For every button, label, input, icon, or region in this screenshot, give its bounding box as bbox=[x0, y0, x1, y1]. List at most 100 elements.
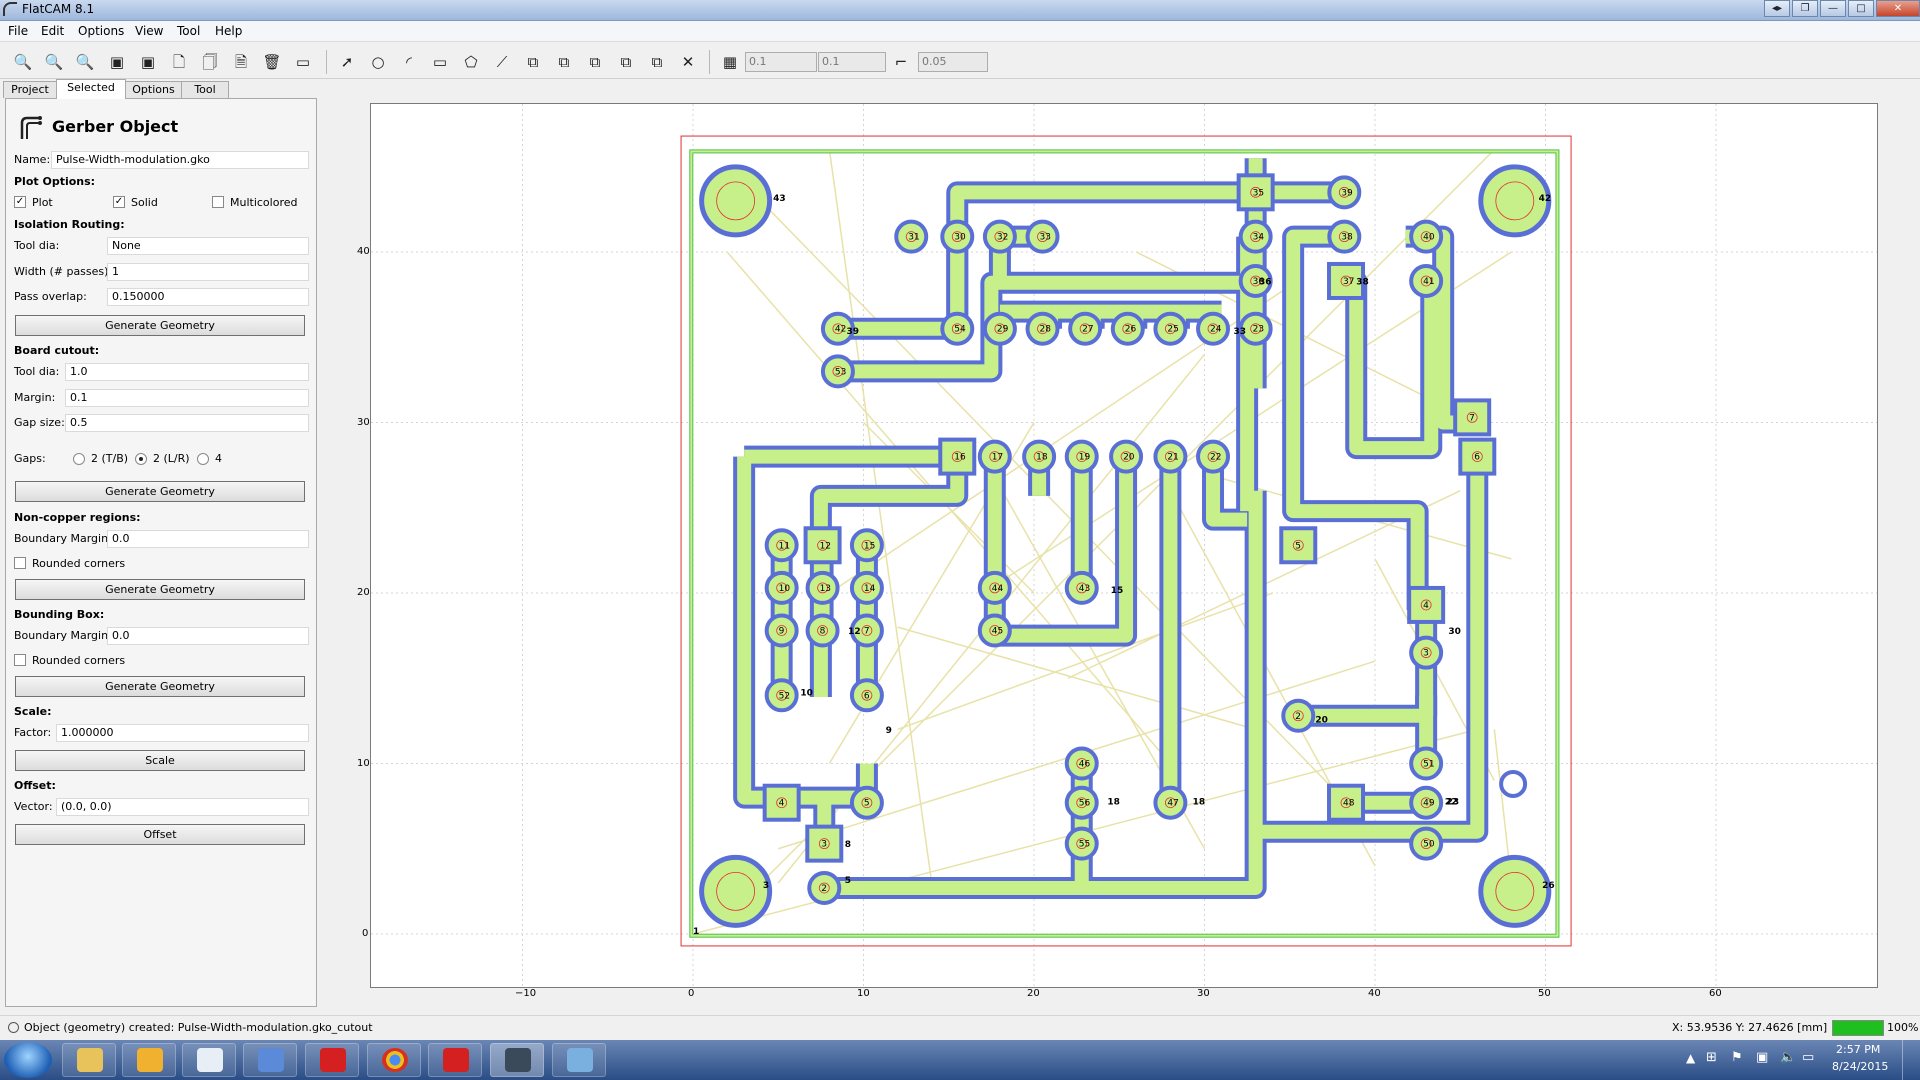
tab-tool[interactable]: Tool bbox=[181, 81, 229, 98]
pass-overlap-field[interactable]: 0.150000 bbox=[107, 288, 309, 306]
arc-tool-icon[interactable]: ◜ bbox=[406, 53, 412, 71]
plot-checkbox[interactable]: ✓ bbox=[14, 196, 26, 208]
gaps-4-radio[interactable] bbox=[197, 453, 209, 465]
menu-edit[interactable]: Edit bbox=[41, 24, 65, 38]
gaps-tb-label: 2 (T/B) bbox=[91, 452, 129, 465]
maximize-button[interactable]: □ bbox=[1848, 0, 1874, 17]
gap-size-field[interactable]: 0.5 bbox=[65, 414, 309, 432]
noncopper-boundary-field[interactable]: 0.0 bbox=[107, 530, 309, 548]
grid-x-input[interactable]: 0.1 bbox=[745, 52, 817, 72]
grid-snap-icon[interactable]: ▦ bbox=[722, 53, 738, 71]
select-arrow-icon[interactable]: ➚ bbox=[340, 53, 354, 71]
close-button[interactable]: ✕ bbox=[1876, 0, 1920, 17]
vector-field[interactable]: (0.0, 0.0) bbox=[56, 798, 309, 816]
taskbar-solidworks-2[interactable] bbox=[428, 1043, 482, 1077]
shell-icon[interactable]: ▭ bbox=[295, 53, 311, 71]
offset-button[interactable]: Offset bbox=[15, 824, 305, 845]
tray-windows-icon[interactable]: ⊞ bbox=[1706, 1050, 1717, 1065]
copy-icon[interactable]: ⧉ bbox=[558, 53, 570, 71]
net-label: 38 bbox=[1356, 277, 1369, 287]
round-pad bbox=[977, 570, 1012, 605]
start-button[interactable] bbox=[4, 1042, 52, 1078]
new-document-icon[interactable]: 🗍 bbox=[202, 53, 218, 71]
gaps-label: Gaps: bbox=[14, 452, 46, 465]
gaps-lr-radio[interactable] bbox=[135, 453, 147, 465]
taskbar-network-app[interactable] bbox=[243, 1043, 297, 1077]
drill-hole bbox=[832, 365, 844, 377]
zoom-fit-icon[interactable]: 🔍 bbox=[13, 53, 33, 71]
status-message: Object (geometry) created: Pulse-Width-m… bbox=[24, 1021, 373, 1034]
tray-network-icon[interactable]: ▣ bbox=[1756, 1050, 1769, 1065]
name-field[interactable]: Pulse-Width-modulation.gko bbox=[51, 151, 309, 169]
solid-checkbox[interactable]: ✓ bbox=[113, 196, 125, 208]
menu-options[interactable]: Options bbox=[78, 24, 125, 38]
round-pad bbox=[1281, 698, 1316, 733]
path-tool-icon[interactable]: ⟋ bbox=[496, 53, 508, 71]
clock-date[interactable]: 8/24/2015 bbox=[1832, 1060, 1889, 1073]
menu-tool[interactable]: Tool bbox=[177, 24, 201, 38]
move-icon[interactable]: ⧉ bbox=[527, 53, 539, 71]
menu-file[interactable]: File bbox=[8, 24, 29, 38]
replot-icon[interactable]: ▣ bbox=[140, 53, 156, 71]
factor-field[interactable]: 1.000000 bbox=[56, 724, 309, 742]
clock-time[interactable]: 2:57 PM bbox=[1836, 1043, 1881, 1056]
tray-flag-icon[interactable]: ⚑ bbox=[1731, 1050, 1743, 1065]
noncopper-generate-button[interactable]: Generate Geometry bbox=[15, 579, 305, 600]
cutout-generate-button[interactable]: Generate Geometry bbox=[15, 481, 305, 502]
intersection-icon[interactable]: ⧉ bbox=[620, 53, 632, 71]
pass-overlap-label: Pass overlap: bbox=[14, 290, 87, 303]
isolation-generate-button[interactable]: Generate Geometry bbox=[15, 315, 305, 336]
clear-plot-icon[interactable]: ▣ bbox=[109, 53, 125, 71]
taskbar-flatcam[interactable] bbox=[490, 1043, 544, 1077]
menu-view[interactable]: View bbox=[135, 24, 164, 38]
taskbar-solidworks[interactable] bbox=[305, 1043, 359, 1077]
width-passes-field[interactable]: 1 bbox=[107, 263, 309, 281]
scale-button[interactable]: Scale bbox=[15, 750, 305, 771]
tray-monitor-icon[interactable]: ▭ bbox=[1802, 1050, 1815, 1065]
menu-help[interactable]: Help bbox=[215, 24, 243, 38]
board-outline bbox=[680, 135, 1572, 947]
snap-max-input[interactable]: 0.05 bbox=[918, 52, 988, 72]
tray-volume-icon[interactable]: 🔈 bbox=[1780, 1050, 1797, 1065]
trace-outline bbox=[1298, 610, 1438, 727]
tray-expand-icon[interactable]: ▲ bbox=[1686, 1051, 1696, 1065]
new-geometry-icon[interactable]: 🗋 bbox=[172, 53, 186, 71]
taskbar-outlook[interactable] bbox=[122, 1043, 176, 1077]
circle-tool-icon[interactable]: ○ bbox=[371, 53, 385, 71]
gaps-tb-radio[interactable] bbox=[73, 453, 85, 465]
bbox-boundary-field[interactable]: 0.0 bbox=[107, 627, 309, 645]
zoom-in-icon[interactable]: 🔍 bbox=[44, 53, 64, 71]
tab-project[interactable]: Project bbox=[3, 81, 57, 98]
taskbar-chrome[interactable] bbox=[367, 1043, 421, 1077]
corner-snap-icon[interactable]: ⌐ bbox=[894, 53, 908, 71]
grid-y-input[interactable]: 0.1 bbox=[818, 52, 886, 72]
open-gerber-icon[interactable]: 🗎 bbox=[234, 53, 248, 71]
margin-field[interactable]: 0.1 bbox=[65, 389, 309, 407]
multicolored-checkbox[interactable] bbox=[212, 196, 224, 208]
tool-dia-field[interactable]: None bbox=[107, 237, 309, 255]
subtract-icon[interactable]: ⧉ bbox=[651, 53, 663, 71]
round-pad bbox=[820, 354, 855, 389]
taskbar-explorer[interactable] bbox=[62, 1043, 116, 1077]
tab-options[interactable]: Options bbox=[125, 81, 182, 98]
polygon-tool-icon[interactable]: ⬠ bbox=[464, 53, 478, 71]
taskbar-document[interactable] bbox=[182, 1043, 236, 1077]
bbox-rounded-checkbox[interactable] bbox=[14, 654, 26, 666]
compact-button[interactable]: ◂▸ bbox=[1764, 0, 1790, 17]
show-desktop-button[interactable] bbox=[1902, 1040, 1920, 1080]
union-icon[interactable]: ⧉ bbox=[589, 53, 601, 71]
rectangle-tool-icon[interactable]: ▭ bbox=[432, 53, 448, 71]
bbox-generate-button[interactable]: Generate Geometry bbox=[15, 676, 305, 697]
cutout-tool-dia-field[interactable]: 1.0 bbox=[65, 363, 309, 381]
zoom-out-icon[interactable]: 🔍 bbox=[75, 53, 95, 71]
delete-object-icon[interactable]: 🗑 bbox=[262, 53, 282, 71]
delete-shape-icon[interactable]: ✕ bbox=[681, 53, 695, 71]
drill-hole bbox=[905, 231, 917, 243]
tab-selected[interactable]: Selected bbox=[56, 79, 126, 99]
taskbar-window[interactable] bbox=[552, 1043, 606, 1077]
restore-button[interactable]: ❐ bbox=[1792, 0, 1818, 17]
minimize-button[interactable]: — bbox=[1820, 0, 1846, 17]
noncopper-rounded-checkbox[interactable] bbox=[14, 557, 26, 569]
